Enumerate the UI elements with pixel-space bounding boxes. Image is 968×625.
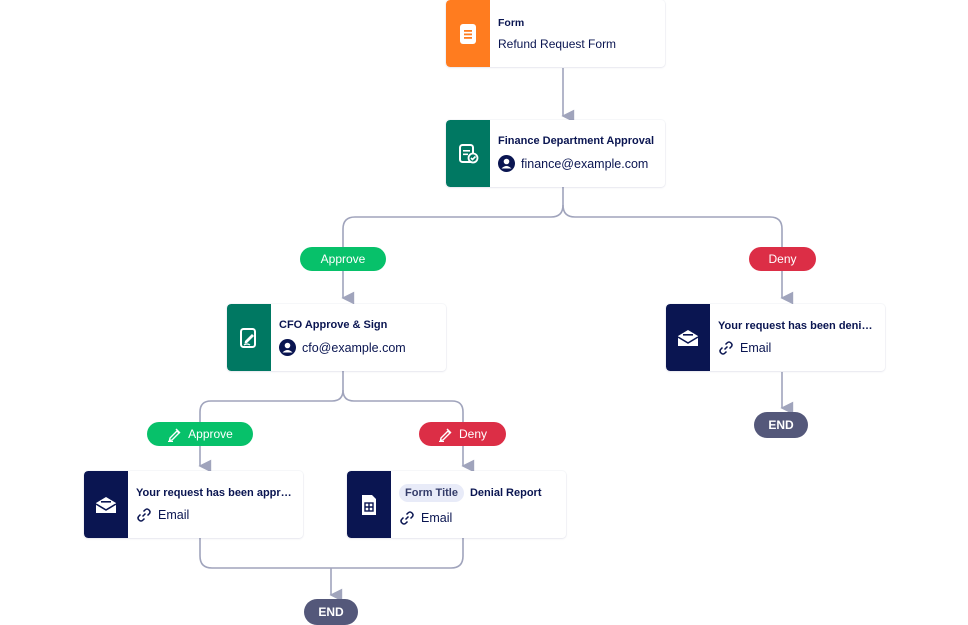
cfo-approval-node[interactable]: CFO Approve & Sign cfo@example.com bbox=[227, 304, 446, 371]
cfo-approve-branch-pill[interactable]: Approve bbox=[147, 422, 253, 446]
envelope-icon bbox=[94, 495, 118, 515]
cfo-approval-assignee-row: cfo@example.com bbox=[279, 339, 406, 356]
finance-approval-node[interactable]: Finance Department Approval finance@exam… bbox=[446, 120, 665, 187]
denial-report-node[interactable]: Form Title Denial Report Email bbox=[347, 471, 566, 538]
cfo-approval-assignee: cfo@example.com bbox=[302, 340, 406, 355]
denied-email-tile bbox=[666, 304, 710, 371]
denied-email-type-row: Email bbox=[718, 340, 877, 356]
approved-email-title: Your request has been approv... bbox=[136, 486, 295, 499]
form-title-tag: Form Title bbox=[399, 483, 464, 502]
cfo-approve-branch-label: Approve bbox=[188, 427, 233, 441]
cfo-approval-title: CFO Approve & Sign bbox=[279, 319, 388, 331]
denied-email-title: Your request has been denied. bbox=[718, 319, 877, 332]
form-node-title: Form bbox=[498, 16, 525, 29]
approve-branch-pill[interactable]: Approve bbox=[300, 247, 386, 271]
end-label: END bbox=[768, 418, 794, 432]
end-node-deny: END bbox=[754, 412, 808, 438]
document-icon bbox=[458, 23, 478, 45]
denial-report-title-row: Form Title Denial Report bbox=[399, 483, 542, 502]
form-node[interactable]: Form Refund Request Form bbox=[446, 0, 665, 67]
approve-sign-icon bbox=[238, 327, 260, 349]
approved-email-tile bbox=[84, 471, 128, 538]
end-node-final: END bbox=[304, 599, 358, 625]
approved-email-type: Email bbox=[158, 507, 190, 522]
end-label: END bbox=[318, 605, 344, 619]
deny-branch-pill[interactable]: Deny bbox=[749, 247, 816, 271]
form-node-name: Refund Request Form bbox=[498, 36, 617, 51]
cfo-deny-branch-pill[interactable]: Deny bbox=[419, 422, 506, 446]
connector-finance-deny bbox=[562, 204, 794, 305]
report-icon bbox=[359, 494, 379, 516]
connector-finance-branch bbox=[341, 187, 564, 305]
finance-approval-assignee-row: finance@example.com bbox=[498, 155, 654, 172]
denial-report-type: Email bbox=[421, 510, 453, 525]
approve-branch-label: Approve bbox=[320, 252, 366, 266]
link-icon bbox=[718, 340, 734, 356]
pen-sign-icon bbox=[167, 427, 182, 442]
connector-approved-to-merge bbox=[199, 538, 464, 569]
link-icon bbox=[399, 510, 415, 526]
cfo-approval-tile bbox=[227, 304, 271, 371]
finance-approval-title: Finance Department Approval bbox=[498, 135, 655, 147]
approved-email-node[interactable]: Your request has been approv... Email bbox=[84, 471, 303, 538]
denial-report-title: Denial Report bbox=[469, 486, 542, 499]
denial-report-tile bbox=[347, 471, 391, 538]
finance-approval-tile bbox=[446, 120, 490, 187]
form-node-tile bbox=[446, 0, 490, 67]
user-icon bbox=[279, 339, 296, 356]
finance-approval-assignee: finance@example.com bbox=[521, 156, 649, 171]
deny-branch-label: Deny bbox=[768, 252, 797, 266]
user-icon bbox=[498, 155, 515, 172]
denied-email-type: Email bbox=[740, 340, 772, 355]
envelope-icon bbox=[676, 328, 700, 348]
denied-email-node[interactable]: Your request has been denied. Email bbox=[666, 304, 885, 371]
connector-cfo-branch bbox=[198, 371, 344, 473]
approved-email-type-row: Email bbox=[136, 507, 295, 523]
pen-sign-icon bbox=[438, 427, 453, 442]
connector-cfo-deny bbox=[342, 389, 475, 473]
approval-icon bbox=[457, 143, 479, 165]
cfo-deny-branch-label: Deny bbox=[458, 427, 487, 441]
denial-report-type-row: Email bbox=[399, 510, 542, 526]
link-icon bbox=[136, 507, 152, 523]
